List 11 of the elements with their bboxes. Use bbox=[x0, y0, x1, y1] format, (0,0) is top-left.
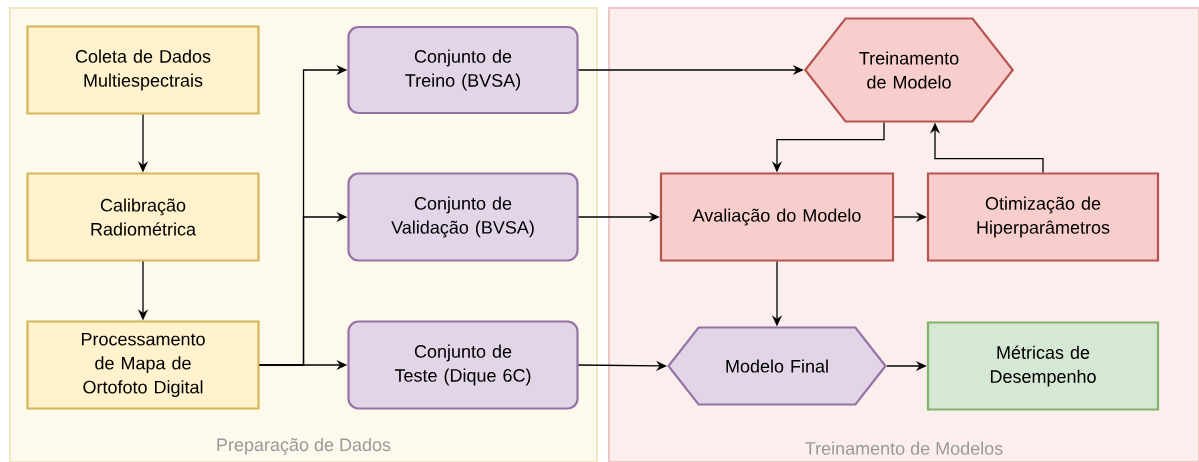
process-box: Processamento de Mapa de Ortofoto Digital bbox=[26, 320, 260, 410]
hexagon-node: Modelo Final bbox=[667, 326, 887, 406]
hexagon-node: Treinamento de Modelo bbox=[803, 17, 1015, 123]
dataset-box: Conjunto de Teste (Dique 6C) bbox=[347, 320, 579, 410]
dataset-box: Conjunto de Treino (BVSA) bbox=[347, 25, 579, 115]
process-box: Avaliação do Modelo bbox=[659, 172, 895, 262]
dataset-box: Conjunto de Validação (BVSA) bbox=[347, 172, 579, 262]
process-box: Otimização de Hiperparâmetros bbox=[926, 172, 1160, 262]
process-box: Métricas de Desempenho bbox=[926, 321, 1160, 411]
process-box: Coleta de Dados Multiespectrais bbox=[26, 25, 260, 115]
process-box: Calibração Radiométrica bbox=[26, 172, 260, 262]
